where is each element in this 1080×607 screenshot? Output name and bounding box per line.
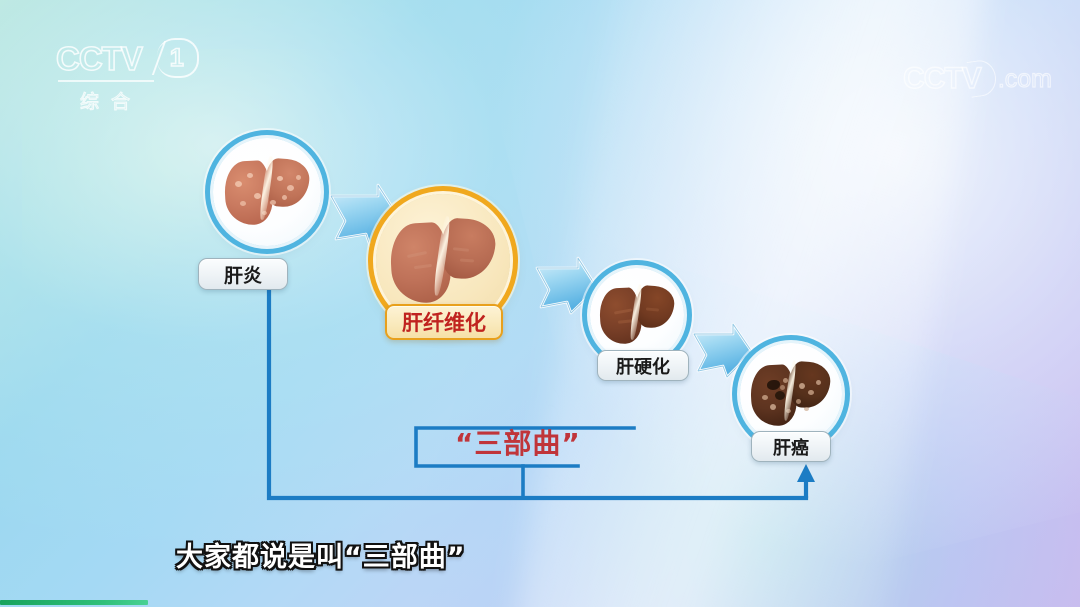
liver-illustration-fibrosis [388, 215, 498, 304]
node-hepatitis[interactable]: 肝炎 [198, 138, 321, 290]
liver-illustration-cancer [749, 359, 833, 427]
node-fibrosis[interactable]: 肝纤维化 [376, 194, 510, 340]
node-cirrhosis[interactable]: 肝硬化 [590, 268, 689, 381]
cctv-com-suffix: .com [997, 65, 1052, 94]
trilogy-caption: “三部曲” [455, 427, 581, 460]
cctv-com-wordmark: CCTV [902, 62, 982, 95]
liver-illustration-cirrhosis [598, 283, 676, 346]
cctv1-underline [58, 80, 154, 82]
cctv-com-swoosh-icon [966, 58, 999, 98]
cctv1-channel-logo: CCTV 1 综合 [55, 38, 206, 114]
node-liver-cancer[interactable]: 肝癌 [740, 343, 842, 462]
node-label-cirrhosis[interactable]: 肝硬化 [597, 350, 689, 381]
node-hepatitis-circle [213, 138, 321, 246]
playback-progress-bar[interactable] [0, 600, 148, 605]
cctv1-channel-number: 1 [156, 38, 199, 78]
cctv1-logo-row: CCTV 1 [55, 38, 206, 78]
node-liver-cancer-circle [740, 343, 842, 445]
cctv1-wordmark: CCTV [55, 39, 143, 77]
node-label-hepatitis[interactable]: 肝炎 [198, 258, 288, 290]
cctv1-channel-subtitle: 综合 [79, 90, 143, 113]
node-cirrhosis-circle [590, 268, 684, 362]
cctv-com-watermark: CCTV .com [902, 58, 1053, 98]
node-label-liver-cancer[interactable]: 肝癌 [751, 431, 831, 462]
node-label-fibrosis[interactable]: 肝纤维化 [385, 304, 503, 340]
subtitle-text: 大家都说是叫“三部曲” [176, 542, 466, 573]
liver-illustration-hepatitis [223, 155, 311, 227]
